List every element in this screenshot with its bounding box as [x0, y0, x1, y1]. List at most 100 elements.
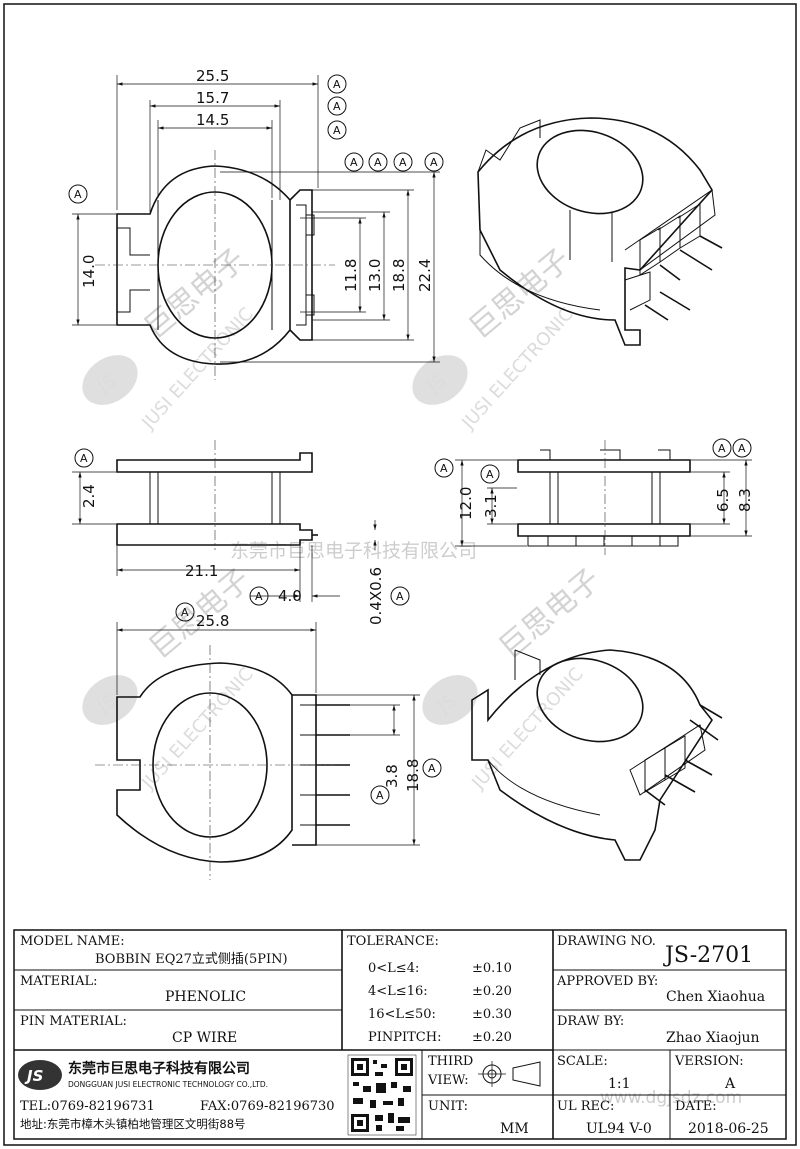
- marker-a-top-7: A: [424, 152, 444, 172]
- pin-material-value: CP WIRE: [172, 1030, 237, 1046]
- unit-label: UNIT:: [428, 1099, 468, 1114]
- svg-text:A: A: [333, 78, 341, 91]
- watermark-site: www.dgjsdz.com: [600, 1088, 742, 1108]
- top-view: 25.5 15.7 14.5 14.0 11.8 13.0 18.8 22.4: [68, 67, 444, 380]
- third-view-label-2: VIEW:: [427, 1073, 469, 1088]
- svg-text:A: A: [399, 156, 407, 169]
- drawing-no-label: DRAWING NO.: [557, 934, 656, 949]
- draw-by-label: DRAW BY:: [557, 1014, 624, 1029]
- dim-bottom-h1: 3.8: [383, 764, 401, 788]
- dim-front-h1: 12.0: [457, 487, 475, 520]
- dim-right-h2: 13.0: [366, 259, 384, 292]
- svg-text:A: A: [181, 606, 189, 619]
- svg-text:A: A: [74, 188, 82, 201]
- watermark-logo-3: JS: [82, 675, 138, 725]
- svg-text:JS: JS: [24, 1067, 43, 1085]
- drawing-no-value: JS-2701: [663, 943, 753, 968]
- marker-a-front-2: A: [480, 464, 500, 484]
- dim-front-r1: 6.5: [714, 488, 732, 512]
- draw-by-value: Zhao Xiaojun: [666, 1030, 760, 1046]
- version-value: A: [724, 1076, 736, 1092]
- company-tel: TEL:0769-82196731: [20, 1099, 155, 1114]
- marker-a-top-4: A: [344, 152, 364, 172]
- date-value: 2018-06-25: [688, 1121, 769, 1137]
- watermark-logo-2: JS: [412, 355, 468, 405]
- svg-text:A: A: [333, 124, 341, 137]
- watermark-brand-en-3: JUSI ELECTRONIC: [137, 664, 257, 794]
- dim-top-inner-2: 14.5: [196, 111, 229, 129]
- svg-text:A: A: [718, 442, 726, 455]
- dim-right-h1: 11.8: [342, 259, 360, 292]
- company-name-en: DONGGUAN JUSI ELECTRONIC TECHNOLOGY CO.,…: [68, 1080, 268, 1089]
- dim-side-h: 2.4: [80, 484, 98, 508]
- tolerance-range-4: PINPITCH:: [368, 1030, 441, 1045]
- scale-value: 1:1: [608, 1076, 631, 1092]
- tolerance-range-1: 0<L≤4:: [368, 961, 419, 976]
- marker-a-side-3: A: [390, 586, 410, 606]
- approved-value: Chen Xiaohua: [666, 989, 765, 1005]
- tolerance-value-3: ±0.30: [472, 1007, 512, 1022]
- model-name-label: MODEL NAME:: [20, 934, 125, 949]
- company-logo: JS: [18, 1060, 62, 1090]
- svg-text:A: A: [430, 156, 438, 169]
- marker-a-side-2: A: [249, 586, 269, 606]
- marker-a-top-5: A: [368, 152, 388, 172]
- ul-rec-label: UL REC:: [557, 1099, 614, 1114]
- svg-text:A: A: [333, 100, 341, 113]
- marker-a-front-3: A: [712, 438, 732, 458]
- marker-a-top-8: A: [68, 184, 88, 204]
- side-view: 2.4 21.1 4.0 0.4X0.6 A A A: [72, 440, 410, 625]
- svg-text:A: A: [428, 762, 436, 775]
- dim-bottom-width: 25.8: [196, 612, 229, 630]
- svg-text:A: A: [738, 442, 746, 455]
- tolerance-label: TOLERANCE:: [347, 934, 439, 949]
- sheet-border: [3, 3, 797, 1146]
- tolerance-range-2: 4<L≤16:: [368, 984, 428, 999]
- svg-text:A: A: [350, 156, 358, 169]
- isometric-view-top: [477, 117, 723, 346]
- marker-a-side-1: A: [74, 448, 94, 468]
- qr-code-icon: [347, 1054, 417, 1136]
- dim-side-pin-pitch: 4.0: [278, 587, 302, 605]
- marker-a-bottom-3: A: [422, 758, 442, 778]
- dim-top-width: 25.5: [196, 67, 229, 85]
- marker-a-bottom-1: A: [175, 602, 195, 622]
- marker-a-top-6: A: [393, 152, 413, 172]
- tolerance-value-1: ±0.10: [472, 961, 512, 976]
- watermark-company-cn: 东莞市巨思电子科技有限公司: [230, 540, 477, 562]
- watermark-logo-4: JS: [422, 675, 478, 725]
- dim-front-h2: 3.1: [482, 494, 500, 518]
- company-name-cn: 东莞市巨思电子科技有限公司: [68, 1060, 250, 1077]
- watermark-brand-en-4: JUSI ELECTRONIC: [467, 664, 587, 794]
- dim-top-inner-1: 15.7: [196, 89, 229, 107]
- dim-front-r2: 8.3: [736, 488, 754, 512]
- dim-right-h4: 22.4: [416, 259, 434, 292]
- company-address: 地址:东莞市樟木头镇柏地管理区文明街88号: [20, 1117, 246, 1131]
- svg-text:A: A: [374, 156, 382, 169]
- marker-a-front-1: A: [434, 458, 454, 478]
- approved-label: APPROVED BY:: [556, 974, 658, 989]
- watermark-logo-1: JS: [82, 355, 138, 405]
- bottom-view: 25.8 3.8 18.8 A A A: [95, 602, 442, 880]
- pin-material-label: PIN MATERIAL:: [20, 1014, 127, 1029]
- front-view: 12.0 3.1 6.5 8.3 A A A A: [434, 438, 754, 555]
- svg-text:A: A: [376, 789, 384, 802]
- material-label: MATERIAL:: [20, 974, 97, 989]
- third-view-label-1: THIRD: [428, 1054, 473, 1069]
- marker-a-bottom-2: A: [370, 785, 390, 805]
- title-block: MODEL NAME: BOBBIN EQ27立式侧插(5PIN) MATERI…: [13, 929, 787, 1140]
- watermark-brand-cn-4: 巨思电子: [493, 562, 607, 666]
- svg-text:A: A: [80, 452, 88, 465]
- version-label: VERSION:: [674, 1054, 744, 1069]
- scale-label: SCALE:: [557, 1054, 608, 1069]
- isometric-view-bottom: [471, 649, 723, 861]
- dim-top-height: 14.0: [80, 255, 98, 288]
- company-fax: FAX:0769-82196730: [200, 1099, 335, 1114]
- tolerance-value-2: ±0.20: [472, 984, 512, 999]
- svg-text:A: A: [255, 590, 263, 603]
- svg-text:A: A: [486, 468, 494, 481]
- dim-bottom-h2: 18.8: [404, 759, 422, 792]
- material-value: PHENOLIC: [165, 989, 246, 1005]
- marker-a-top-3: A: [327, 120, 347, 140]
